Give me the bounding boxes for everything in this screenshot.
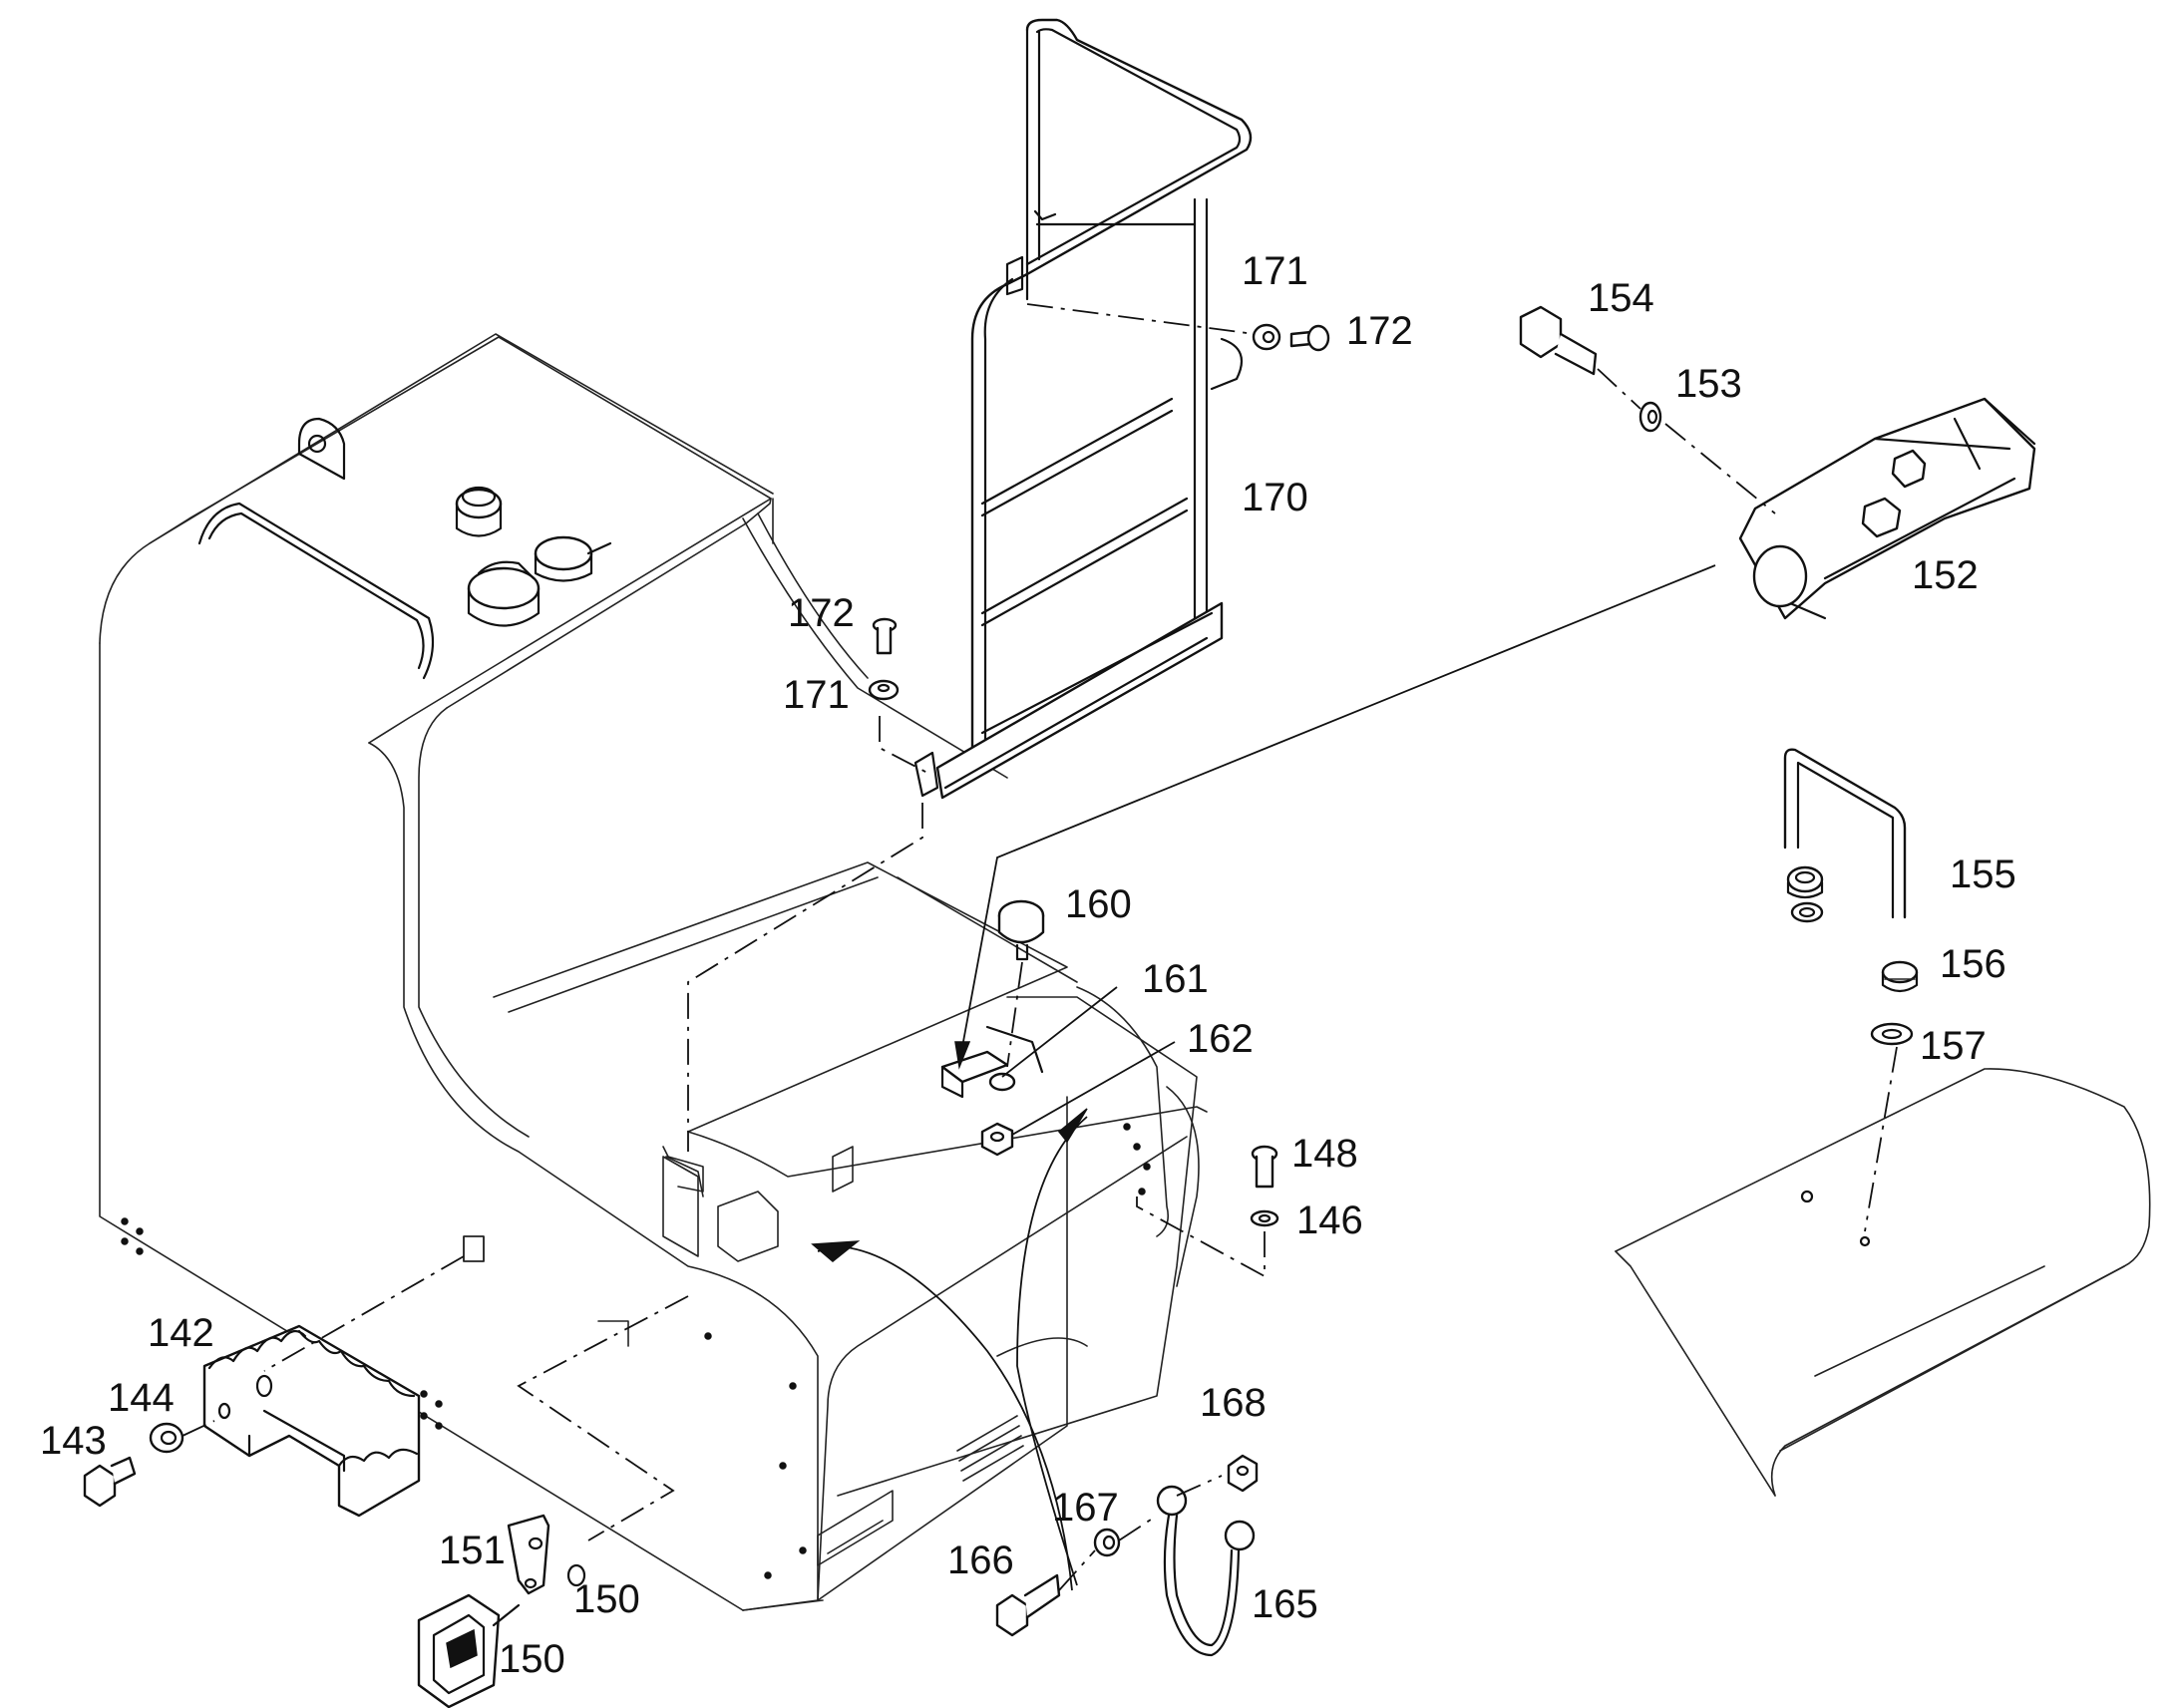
bolt-143 xyxy=(83,1456,137,1508)
step-142 xyxy=(202,1324,421,1518)
cover-plate xyxy=(1615,1068,2151,1497)
bolt-172-lower xyxy=(872,617,898,655)
lock-150 xyxy=(417,1593,521,1708)
callout-172-lower: 172 xyxy=(788,591,855,635)
callout-162: 162 xyxy=(1187,1017,1254,1061)
washer-157 xyxy=(1870,1022,1914,1046)
callout-156: 156 xyxy=(1940,942,2006,986)
callout-146: 146 xyxy=(1296,1198,1363,1242)
callout-152: 152 xyxy=(1912,553,1979,597)
washer-171-lower xyxy=(868,679,900,701)
washer-167 xyxy=(1093,1528,1121,1557)
callout-144: 144 xyxy=(108,1376,175,1420)
washer-146 xyxy=(1250,1209,1279,1227)
nut-162 xyxy=(980,1122,1014,1157)
latch-161 xyxy=(940,1025,1044,1099)
bolt-148 xyxy=(1251,1145,1278,1189)
callout-142: 142 xyxy=(148,1311,214,1355)
nut-155a xyxy=(1786,865,1824,899)
callout-153: 153 xyxy=(1675,362,1742,406)
filler-cap-3 xyxy=(534,535,612,582)
callout-167: 167 xyxy=(1052,1486,1119,1530)
ladder-170 xyxy=(913,18,1253,800)
callout-157: 157 xyxy=(1920,1024,1987,1068)
callout-165: 165 xyxy=(1252,1582,1318,1626)
cable-165 xyxy=(1156,1485,1256,1657)
bracket-152 xyxy=(1738,397,2036,620)
bolt-166 xyxy=(995,1573,1061,1637)
latch-151 xyxy=(507,1514,550,1595)
centerlines xyxy=(182,303,1898,1591)
callout-168: 168 xyxy=(1200,1381,1267,1425)
callout-171-top: 171 xyxy=(1242,249,1308,293)
washer-171-top xyxy=(1252,323,1281,351)
callout-160: 160 xyxy=(1065,882,1132,926)
callout-170: 170 xyxy=(1242,476,1308,519)
u-bolt-155 xyxy=(1783,748,1907,919)
leaders xyxy=(811,564,1716,1591)
callout-150-upper: 150 xyxy=(573,1577,640,1621)
callout-166: 166 xyxy=(947,1538,1014,1582)
washer-153 xyxy=(1638,401,1662,433)
nut-155b xyxy=(1790,901,1824,923)
knob-160 xyxy=(997,899,1045,961)
filler-cap-2 xyxy=(467,560,541,627)
bolt-172-top xyxy=(1289,324,1330,352)
callout-143: 143 xyxy=(40,1419,107,1463)
callout-148: 148 xyxy=(1291,1132,1358,1176)
callout-154: 154 xyxy=(1588,276,1654,320)
washer-150-upper xyxy=(566,1563,586,1587)
washer-144 xyxy=(149,1422,184,1454)
bolt-154 xyxy=(1519,305,1598,376)
nut-156 xyxy=(1881,960,1919,993)
filler-cap-1 xyxy=(455,486,503,537)
callout-labels: 171 172 154 153 170 152 172 171 155 160 … xyxy=(40,249,2016,1681)
callout-172-top: 172 xyxy=(1346,309,1413,353)
tank-body xyxy=(99,333,1208,1611)
callout-155: 155 xyxy=(1950,853,2016,896)
callout-171-lower: 171 xyxy=(783,673,850,717)
callout-150-lower: 150 xyxy=(499,1637,565,1681)
callout-151: 151 xyxy=(439,1529,506,1572)
callout-161: 161 xyxy=(1142,957,1209,1001)
nut-168 xyxy=(1227,1454,1259,1493)
